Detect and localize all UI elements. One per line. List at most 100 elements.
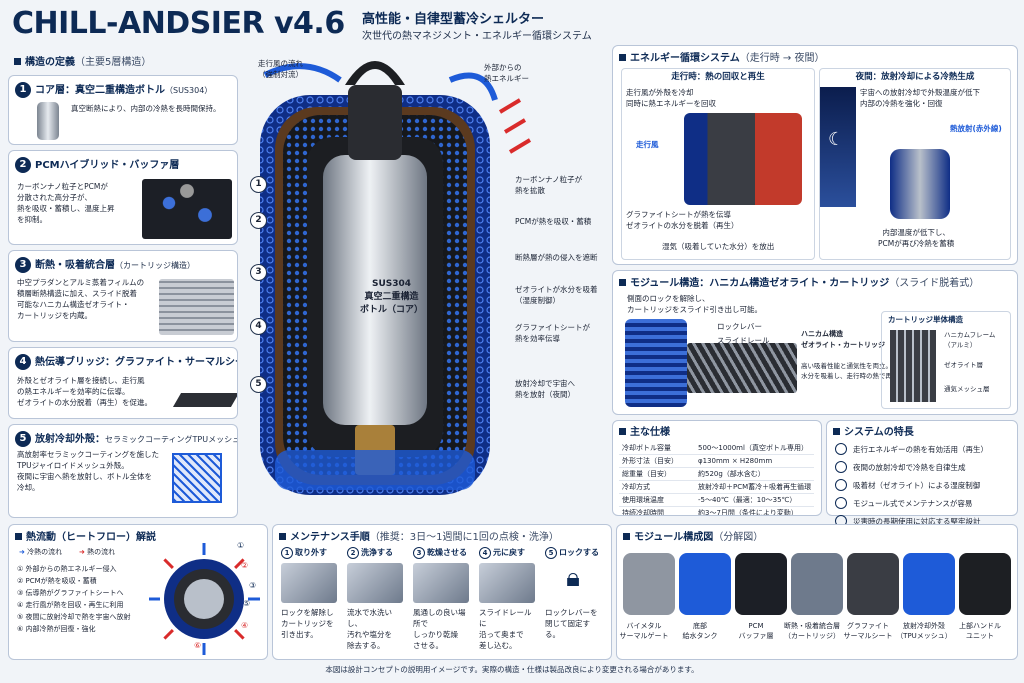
night-text: 宇宙への放射冷却で外殻温度が低下 内部の冷熱を強化・回復 — [860, 88, 980, 108]
wind-arrow-icon — [263, 63, 342, 83]
component-image — [847, 553, 899, 615]
lock-icon: 🔒︎ — [566, 563, 580, 593]
layer-title-1: コア層：真空二重構造ボトル — [35, 85, 165, 96]
heatflow-diagram — [149, 543, 260, 655]
handle-cap-icon — [345, 61, 405, 85]
flow-arrow — [234, 558, 245, 569]
day-module-image — [684, 113, 802, 205]
bottle-cross-section — [260, 61, 532, 495]
spec-label: 冷却方式 — [619, 480, 695, 494]
feature-text: 災害時の長期使用に対応する堅牢設計 — [853, 516, 981, 526]
lock-lever-label: ロックレバー — [717, 322, 762, 331]
feature-item: 走行エネルギーの熱を有効活用（再生） — [827, 440, 1017, 458]
components-heading-sub: （分解図） — [713, 532, 764, 543]
spec-label: 持続冷却時間 — [619, 506, 695, 515]
component-label: 底部 給水タンク — [682, 622, 718, 640]
bottle-neck — [348, 85, 402, 160]
spec-value: 500〜1000ml（真空ボトル専用） — [695, 442, 815, 455]
structure-heading: 構造の定義（主要5層構造） — [8, 50, 157, 71]
night-radiation-label: 熱放射(赤外線) — [950, 124, 1002, 133]
step-text: ロックを解除し カートリッジを 引き出す。 — [281, 608, 334, 639]
component-image — [791, 553, 843, 615]
step-number: 3 — [413, 547, 425, 559]
unit-zeolite-label: ゼオライト層 — [944, 361, 983, 369]
callout-insulation: 断熱層が熱の侵入を遮断 — [515, 253, 598, 262]
component-label: グラファイト サーマルシート — [843, 622, 893, 640]
day-moisture-text: 湿気（吸着していた水分）を放出 — [662, 242, 775, 251]
day-wind-label: 走行風 — [636, 140, 659, 149]
night-bottle-image — [890, 149, 950, 219]
step-number: 4 — [479, 547, 491, 559]
legend-cold-label: 冷熱の流れ — [27, 548, 63, 556]
heatflow-item: ① 外部からの熱エネルギー侵入 — [17, 565, 117, 573]
honeycomb-label: ハニカム構造 ゼオライト・カートリッジ — [801, 330, 885, 349]
legend-heat-label: 熱の流れ — [87, 548, 116, 556]
spec-value: 放射冷却＋PCM蓄冷＋吸着再生循環 — [695, 480, 815, 494]
feature-text: 吸着材（ゼオライト）による湿度制御 — [853, 480, 981, 490]
layer-number-5: 5 — [15, 431, 31, 447]
step-image — [413, 563, 469, 603]
component-image — [623, 553, 675, 615]
step-text: ロックレバーを 閉じて固定する。 — [545, 608, 598, 639]
feature-icon — [835, 497, 847, 509]
energy-panel: エネルギー循環システム（走行時 → 夜間） 走行時：熱の回収と再生 走行風が外殻… — [612, 45, 1018, 265]
spec-value: 約3〜7日間（条件により変動） — [695, 506, 815, 515]
unit-frame-label: ハニカムフレーム （アルミ） — [944, 331, 996, 349]
spec-value: 約520g（部水含む） — [695, 467, 815, 481]
layer-mark-4: 4 — [250, 318, 267, 335]
feature-icon — [835, 443, 847, 455]
heatflow-heading: 熱流動（ヒートフロー）解説 — [26, 532, 156, 543]
features-heading: システムの特長 — [844, 427, 914, 438]
feature-item: 夜間の放射冷却で冷熱を自律生成 — [827, 458, 1017, 476]
component-image — [903, 553, 955, 615]
step-number: 1 — [281, 547, 293, 559]
heatflow-mark: ③ — [249, 581, 257, 590]
flow-arrow — [163, 558, 174, 569]
callout-graphite: グラファイトシートが 熱を効率伝導 — [515, 323, 590, 343]
spec-label: 冷却ボトル容量 — [619, 442, 695, 455]
steel-core-bottle — [323, 155, 427, 425]
page-subtitle-secondary: 次世代の熱マネジメント・エネルギー循環システム — [362, 31, 592, 42]
component-image — [959, 553, 1011, 615]
slide-rail-label: スライドレール — [717, 336, 770, 345]
layer-mark-1: 1 — [250, 176, 267, 193]
spec-row: 持続冷却時間約3〜7日間（条件により変動） — [619, 506, 815, 515]
heatflow-item: ⑥ 内部冷熱が回復・強化 — [17, 625, 96, 633]
heatflow-mark: ④ — [241, 621, 249, 630]
external-heat-label: 外部からの 熱エネルギー — [484, 63, 529, 83]
layer-text-5: 高放射率セラミックコーティングを施した TPUジャイロイドメッシュ外殻。 夜間に… — [17, 450, 160, 492]
component-label: 放射冷却外殻 （TPUメッシュ） — [896, 622, 952, 640]
step-number: 5 — [545, 547, 557, 559]
energy-heading-sub: （走行時 → 夜間） — [739, 53, 825, 64]
day-text: 走行風が外殻を冷却 同時に熱エネルギーを回収 — [626, 88, 716, 108]
layer-number-1: 1 — [15, 82, 31, 98]
spec-label: 総重量（目安） — [619, 467, 695, 481]
step-text: 風通しの良い場所で しっかり乾燥 させる。 — [413, 608, 466, 650]
spec-value: -5〜40℃（最適：10〜35℃） — [695, 493, 815, 507]
step-title: 洗浄する — [361, 548, 393, 557]
legend-heat: ➜ 熱の流れ — [79, 547, 115, 558]
cold-arrow-icon: ➜ — [19, 548, 28, 556]
heatflow-panel: 熱流動（ヒートフロー）解説 ➜ 冷熱の流れ ➜ 熱の流れ ① 外部からの熱エネル… — [8, 524, 268, 660]
layer-mark-3: 3 — [250, 264, 267, 281]
heatflow-item: ④ 走行風が熱を回収・再生に利用 — [17, 601, 124, 609]
unit-title: カートリッジ単体構造 — [888, 315, 963, 324]
specs-heading: 主な仕様 — [630, 427, 670, 438]
pcm-particles-image — [142, 179, 232, 239]
step-title: 元に戻す — [493, 548, 525, 557]
square-icon — [623, 533, 630, 540]
module-panel: モジュール構造：ハニカム構造ゼオライト・カートリッジ（スライド脱着式） 側面のロ… — [612, 270, 1018, 415]
structure-heading-sub: （主要5層構造） — [75, 57, 152, 68]
layer-title-sub-3: （カートリッジ構造） — [115, 261, 195, 270]
features-panel: システムの特長 走行エネルギーの熱を有効活用（再生）夜間の放射冷却で冷熱を自律生… — [826, 420, 1018, 527]
